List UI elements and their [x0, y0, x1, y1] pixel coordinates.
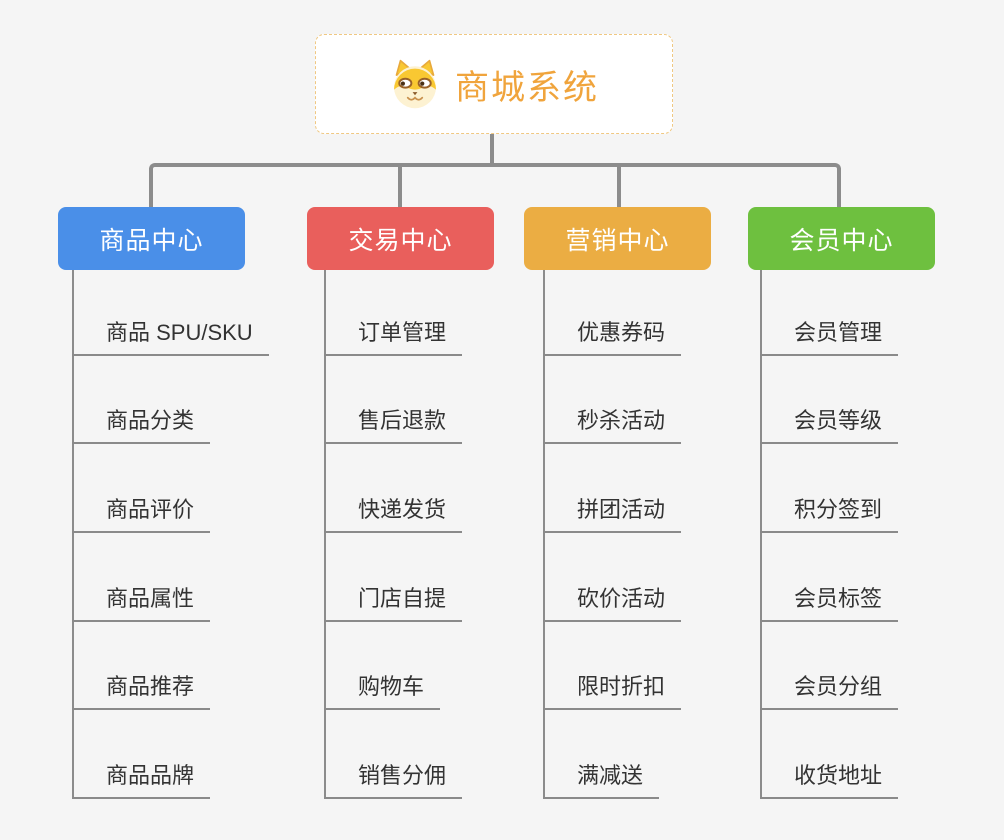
leaf-item[interactable]: 会员等级	[760, 398, 899, 444]
leaf-item[interactable]: 满减送	[543, 753, 660, 799]
leaf-item[interactable]: 会员标签	[760, 576, 899, 622]
connector-root-stub	[490, 134, 494, 165]
branch-line-4	[760, 270, 762, 799]
leaf-item[interactable]: 商品评价	[72, 487, 211, 533]
leaf-item[interactable]: 购物车	[324, 664, 441, 710]
leaf-item[interactable]: 限时折扣	[543, 664, 682, 710]
leaf-item[interactable]: 商品 SPU/SKU	[72, 310, 269, 356]
leaf-item[interactable]: 订单管理	[324, 310, 463, 356]
branch-box-1[interactable]: 商品中心	[58, 207, 245, 270]
leaf-item[interactable]: 商品品牌	[72, 753, 211, 799]
branch-line-3	[543, 270, 545, 799]
leaf-item[interactable]: 会员分组	[760, 664, 899, 710]
branch-box-3[interactable]: 营销中心	[524, 207, 711, 270]
leaf-item[interactable]: 砍价活动	[543, 576, 682, 622]
leaf-item[interactable]: 积分签到	[760, 487, 899, 533]
branch-line-1	[72, 270, 74, 799]
connector-stub-branch-2	[398, 163, 402, 207]
branch-box-2[interactable]: 交易中心	[307, 207, 494, 270]
connector-elbow-left	[149, 163, 494, 207]
leaf-item[interactable]: 会员管理	[760, 310, 899, 356]
leaf-item[interactable]: 商品属性	[72, 576, 211, 622]
leaf-item[interactable]: 售后退款	[324, 398, 463, 444]
root-node[interactable]: 商城系统	[315, 34, 673, 134]
branch-line-2	[324, 270, 326, 799]
leaf-item[interactable]: 秒杀活动	[543, 398, 682, 444]
leaf-item[interactable]: 门店自提	[324, 576, 463, 622]
leaf-item[interactable]: 优惠券码	[543, 310, 682, 356]
leaf-item[interactable]: 快递发货	[324, 487, 463, 533]
leaf-item[interactable]: 商品推荐	[72, 664, 211, 710]
leaf-item[interactable]: 销售分佣	[324, 753, 463, 799]
root-title: 商城系统	[455, 68, 599, 107]
branch-box-4[interactable]: 会员中心	[748, 207, 935, 270]
leaf-item[interactable]: 收货地址	[760, 753, 899, 799]
connector-elbow-right	[494, 163, 841, 207]
doge-icon	[394, 59, 436, 109]
leaf-item[interactable]: 拼团活动	[543, 487, 682, 533]
leaf-item[interactable]: 商品分类	[72, 398, 211, 444]
connector-stub-branch-3	[617, 163, 621, 207]
